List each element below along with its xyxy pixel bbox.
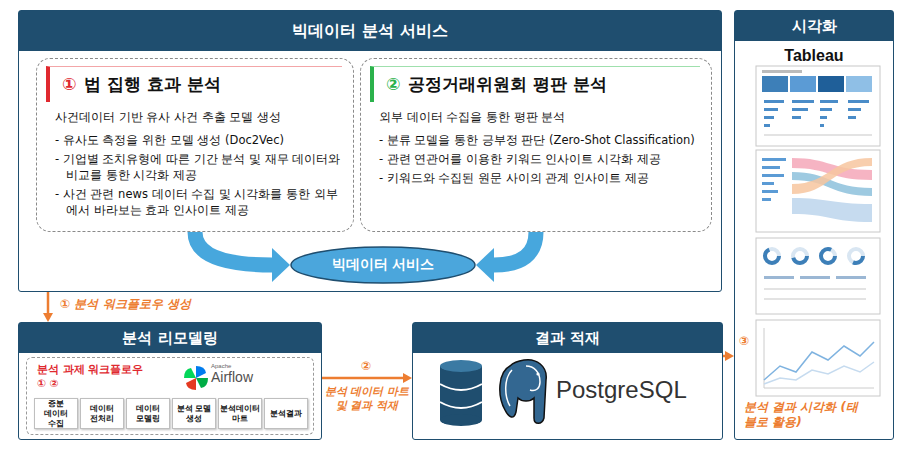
service-ellipse: 빅데이터 서비스 [290,246,476,284]
node-text: 데이터 모델링 [128,404,168,424]
arrow-head [43,313,53,322]
arrow-head [403,373,412,383]
node-text: ① [62,74,76,94]
node-text: - 유사도 측정을 위한 모델 생성 (Doc2Vec) [55,132,343,148]
edge-label: 분석 결과 시각화 (태블로 활용) [744,400,864,430]
airflow-logo [184,366,208,390]
node-text: - 분류 모델을 통한 긍부정 판단 (Zero-Shot Classifica… [379,132,701,148]
node-text: Tableau [735,47,893,65]
task-title: ② 공정거래위원회 평판 분석 [370,66,700,102]
node-text: 분석 모델 생성 [174,404,214,424]
node-text: 증분 데이터 수집 [36,399,76,429]
arrow-head [272,248,290,282]
node-text: - 기업별 조치유형에 따른 기간 분석 및 재무 데이터와 비교를 통한 시각… [55,151,343,183]
workflow-step: 증분 데이터 수집 [34,398,78,429]
arrow-line [322,377,403,380]
flow-arrow [322,373,412,383]
node-text: 법 집행 효과 분석 [84,73,221,96]
node-text: 분석결과 [270,409,302,419]
analysis-group: 사건데이터 기반 유사 사건 추출 모델 생성 - 유사도 측정을 위한 모델 생… [36,58,354,232]
tableau-dashboard-thumbnails [756,66,880,396]
arrow-line [195,232,272,265]
edge-label: ① 분석 워크플로우 생성 [60,297,191,312]
logo-wordmark: Airflow [211,369,253,385]
node-text: 분석 리모델링 [19,323,321,353]
edge-label: 분석 데이터 마트 및 결과 적재 [324,385,410,413]
postgresql-elephant [500,360,546,424]
node-text: 시각화 [735,11,893,41]
node-text: - 키워드와 수집된 원문 사이의 관계 인사이트 제공 [379,170,701,186]
logo-caption: Apache [211,363,231,370]
node-text: - 관련 연관어를 이용한 키워드 인사이트 시각화 제공 [379,151,701,167]
node-text: ① ② [37,377,303,390]
workflow-step: 분석결과 [264,398,308,429]
visual-panel: 시각화 Tableau [734,10,894,440]
node-text: 데이터 전처리 [82,404,122,424]
step-number: ② [361,359,371,374]
arrow-head [476,248,494,282]
flow-arrow [43,292,53,322]
node-text: 결과 적재 [413,323,722,353]
task-title: ① 법 집행 효과 분석 [46,66,342,102]
workflow-group: 분석 과제 워크플로우① ② 증분 데이터 수집 데이터 전처리 데이터 모델링 분석 … [26,357,314,435]
node-text: 분석 과제 워크플로우 [37,363,303,376]
arrow-head [725,351,734,361]
workflow-step: 분석 모델 생성 [172,398,216,429]
node-text: 외부 데이터 수집을 통한 평판 분석 [379,109,701,125]
workflow-step: 데이터 전처리 [80,398,124,429]
node-text: 빅데이터 서비스 [332,256,435,274]
node-text: 공정거래위원회 평판 분석 [408,73,607,96]
flow-arrow [195,232,290,282]
workflow-step: 분석데이터 마트 [218,398,262,429]
node-text: 사건데이터 기반 유사 사건 추출 모델 생성 [55,109,343,125]
node-text: - 사건 관련 news 데이터 수집 및 시각화를 통한 외부에서 바라보는 … [55,186,343,218]
flow-arrow [476,232,536,282]
logo-wordmark: PostgreSQL [556,376,687,404]
arrow-line [494,232,536,265]
workflow-step: 데이터 모델링 [126,398,170,429]
step-number: ③ [739,334,749,349]
database-icon [440,360,482,426]
flow-arrow [723,351,734,361]
service-panel: 빅데이터 분석 서비스사건데이터 기반 유사 사건 추출 모델 생성 - 유사도 … [18,10,722,292]
node-text: ② [386,74,400,94]
analysis-group: 외부 데이터 수집을 통한 평판 분석 - 분류 모델을 통한 긍부정 판단 (Z… [360,58,712,232]
node-text: 빅데이터 분석 서비스 [19,11,721,51]
arrow-line [47,292,50,313]
arrow-line [723,355,725,358]
remodel-panel: 분석 리모델링분석 과제 워크플로우① ② 증분 데이터 수집 데이터 전처리 데이터… [18,322,322,440]
node-text: 분석데이터 마트 [220,404,260,424]
